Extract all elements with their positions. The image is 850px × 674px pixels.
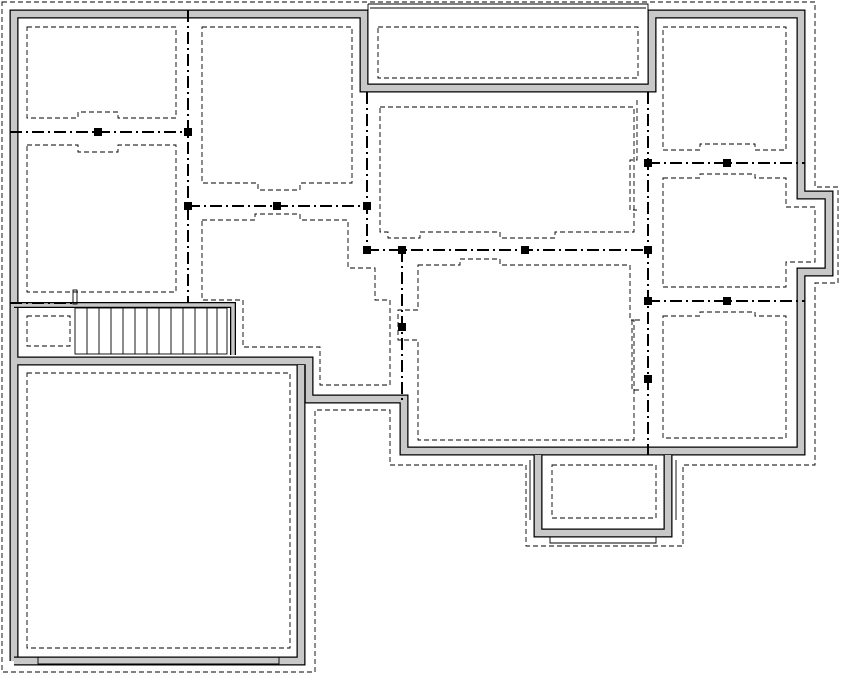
room-outlines [26,26,816,649]
node [363,202,371,210]
node [184,202,192,210]
staircase [74,307,228,355]
node [398,246,406,254]
node [644,159,652,167]
node [521,246,529,254]
node [723,297,731,305]
node [723,159,731,167]
node [644,297,652,305]
stair-post [72,289,78,305]
axis-lines [10,10,805,455]
node [398,323,406,331]
node [644,375,652,383]
node [363,246,371,254]
node [644,246,652,254]
axis-nodes [94,128,731,383]
node [94,128,102,136]
garage-door [37,656,280,665]
walls [9,9,834,666]
node [273,202,281,210]
bottom-bay-window [529,460,677,544]
top-bay-window [367,3,649,84]
node [184,128,192,136]
